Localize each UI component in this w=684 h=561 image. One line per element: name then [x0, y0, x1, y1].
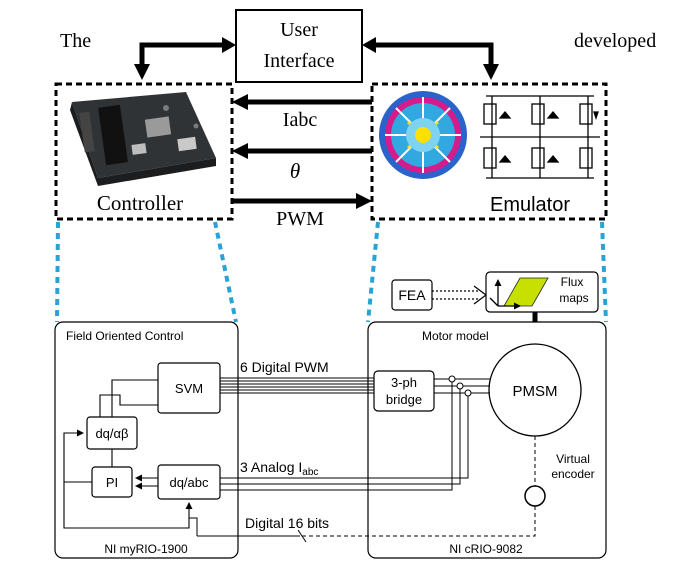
fea-to-flux-arrow — [432, 290, 478, 300]
controller-board-image — [70, 92, 216, 186]
virtual-encoder-icon — [524, 485, 546, 507]
dq-abc-block: dq/abc — [157, 464, 221, 500]
ui-emulator-link — [362, 37, 499, 80]
flux-maps-block: Flux maps — [485, 271, 599, 313]
flux-surface-image — [503, 277, 549, 307]
pmsm-block: PMSM — [488, 343, 582, 437]
inverter-image — [480, 95, 600, 179]
controller-label: Controller — [97, 191, 183, 215]
svm-label: SVM — [175, 381, 203, 396]
dq-alpha-beta-block: dq/αβ — [86, 416, 138, 450]
analog-label-main: 3 Analog I — [240, 459, 302, 475]
motor-model-panel: Motor model NI cRIO-9082 — [367, 321, 607, 559]
signal-theta-arrow: θ — [232, 143, 372, 183]
bridge-line1: 3-ph — [391, 375, 417, 390]
fea-block: FEA — [391, 279, 433, 311]
flux-axes-icon — [489, 279, 521, 310]
caption-left-word: The — [60, 30, 91, 52]
foc-panel: Field Oriented Control NI myRIO-1900 — [54, 321, 239, 559]
motor-model-title: Motor model — [422, 329, 489, 343]
svm-block: SVM — [157, 362, 221, 414]
analog-label: 3 Analog Iabc — [240, 459, 318, 478]
signal-theta-label: θ — [290, 159, 300, 183]
caption-right-word: developed — [574, 30, 656, 52]
bridge-block: 3-ph bridge — [373, 370, 435, 412]
signal-pwm-arrow: PWM — [232, 193, 372, 230]
user-interface-block: User Interface — [235, 9, 363, 83]
analog-label-sub: abc — [302, 467, 318, 478]
bridge-line2: bridge — [386, 392, 422, 407]
fea-label: FEA — [398, 287, 426, 303]
user-interface-line2: Interface — [263, 50, 334, 72]
controller-block: Controller — [54, 82, 234, 221]
dq-abc-label: dq/abc — [169, 475, 209, 490]
encoder-line2: encoder — [551, 467, 594, 481]
foc-footer: NI myRIO-1900 — [104, 542, 188, 556]
signal-iabc-label: Iabc — [283, 109, 318, 131]
encoder-feedback-line — [189, 506, 536, 543]
pwm-bus — [220, 377, 374, 394]
digital-pwm-label: 6 Digital PWM — [240, 359, 329, 375]
pmsm-label: PMSM — [513, 383, 558, 400]
signal-iabc-arrow: Iabc — [232, 94, 372, 131]
ui-controller-link — [134, 37, 236, 80]
phase-lines — [220, 375, 490, 491]
emulator-label: Emulator — [490, 194, 570, 216]
zoom-connectors — [55, 221, 608, 323]
motor-cross-section-image — [379, 91, 467, 179]
pi-label: PI — [106, 475, 118, 490]
flux-maps-line2: maps — [559, 291, 588, 305]
emulator-block: Emulator — [370, 82, 608, 221]
pi-block: PI — [91, 466, 133, 498]
signal-pwm-label: PWM — [276, 208, 324, 230]
motor-model-footer: NI cRIO-9082 — [449, 542, 523, 556]
digital-bits-label: Digital 16 bits — [245, 515, 329, 531]
foc-title: Field Oriented Control — [66, 329, 183, 343]
user-interface-line1: User — [280, 19, 318, 41]
flux-maps-line1: Flux — [561, 275, 584, 289]
dq-alpha-beta-label: dq/αβ — [95, 426, 128, 441]
fea-arrow-head — [473, 285, 487, 305]
foc-wiring — [63, 379, 193, 529]
encoder-line1: Virtual — [556, 452, 590, 466]
